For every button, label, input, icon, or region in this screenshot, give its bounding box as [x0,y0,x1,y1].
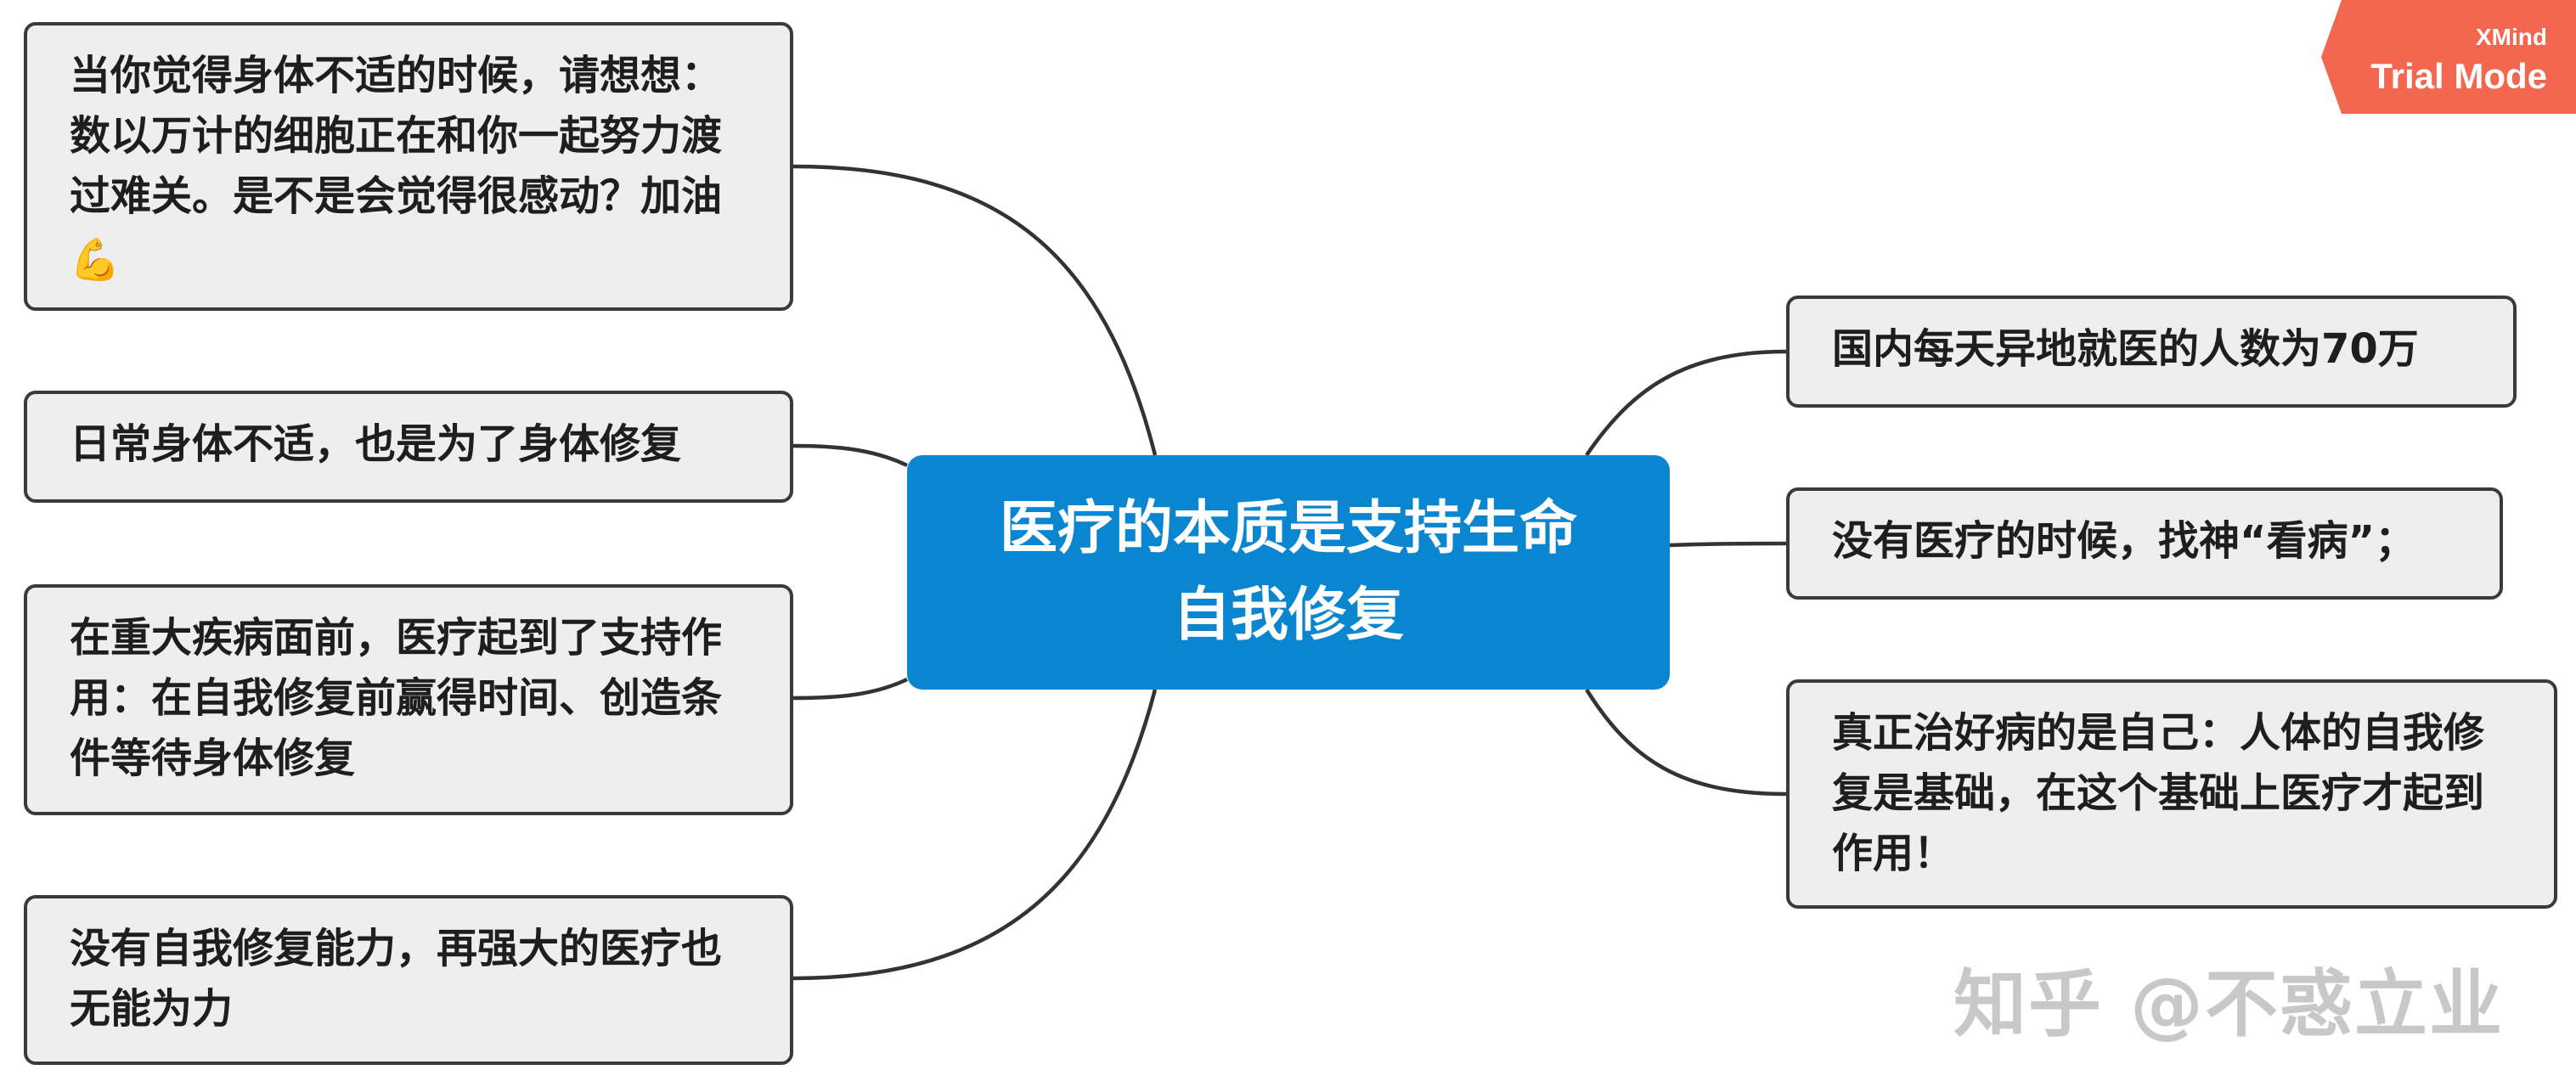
topic-text: 没有自我修复能力，再强大的医疗也无能为力 [70,925,723,1033]
connector-right-2 [1669,541,1787,548]
badge-mode: Trial Mode [2370,56,2547,96]
badge-background [2321,0,2576,114]
topic-self-healing-foundation[interactable]: 真正治好病的是自己：人体的自我修复是基础，在这个基础上医疗才起到作用！ [1786,679,2557,909]
connector-left-1 [792,164,1158,456]
topic-text: 当你觉得身体不适的时候，请想想：数以万计的细胞正在和你一起努力渡过难关。是不是会… [70,52,723,220]
topic-daily-discomfort[interactable]: 日常身体不适，也是为了身体修复 [24,391,793,503]
topic-no-medicine-era[interactable]: 没有医疗的时候，找神“看病”； [1786,487,2503,600]
connector-right-3 [1585,688,1787,797]
flexed-biceps-icon: 💪 [70,236,121,284]
topic-text: 真正治好病的是自己：人体的自我修复是基础，在这个基础上医疗才起到作用！ [1832,709,2485,877]
topic-remote-medical-visits[interactable]: 国内每天异地就医的人数为70万 [1786,296,2517,408]
central-topic-line-2: 自我修复 [1172,582,1404,649]
central-topic[interactable]: 医疗的本质是支持生命 自我修复 [907,455,1670,690]
topic-cells-working-together[interactable]: 当你觉得身体不适的时候，请想想：数以万计的细胞正在和你一起努力渡过难关。是不是会… [24,22,793,311]
trial-mode-badge[interactable]: XMind Trial Mode [2321,0,2576,114]
topic-text: 国内每天异地就医的人数为70万 [1832,325,2419,373]
connector-left-3 [792,677,908,701]
topic-no-self-repair[interactable]: 没有自我修复能力，再强大的医疗也无能为力 [24,895,793,1065]
topic-major-illness-support[interactable]: 在重大疾病面前，医疗起到了支持作用：在自我修复前赢得时间、创造条件等待身体修复 [24,584,793,815]
connector-left-4 [792,689,1158,981]
watermark: 知乎 @不惑立业 [1953,962,2504,1047]
topic-text: 在重大疾病面前，医疗起到了支持作用：在自我修复前赢得时间、创造条件等待身体修复 [70,614,723,782]
topic-text: 没有医疗的时候，找神“看病”； [1832,517,2416,565]
central-topic-line-1: 医疗的本质是支持生命 [999,495,1577,562]
badge-brand: XMind [2476,24,2547,50]
topic-text: 日常身体不适，也是为了身体修复 [70,420,682,468]
connector-left-2 [792,443,908,468]
connector-right-1 [1585,349,1787,457]
